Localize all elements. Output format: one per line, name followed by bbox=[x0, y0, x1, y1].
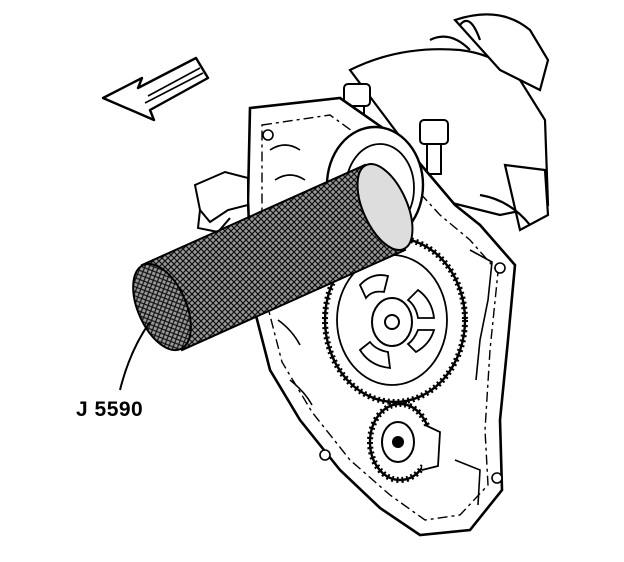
tool-callout-label: J 5590 bbox=[76, 398, 144, 421]
camshaft-gear bbox=[322, 235, 468, 405]
crankshaft-gear bbox=[367, 401, 441, 483]
bolt-right bbox=[419, 119, 449, 175]
left-bracket bbox=[193, 170, 249, 234]
callout-leader bbox=[119, 321, 151, 391]
arrow-left-icon bbox=[101, 56, 210, 122]
tool-j5590 bbox=[132, 163, 414, 352]
